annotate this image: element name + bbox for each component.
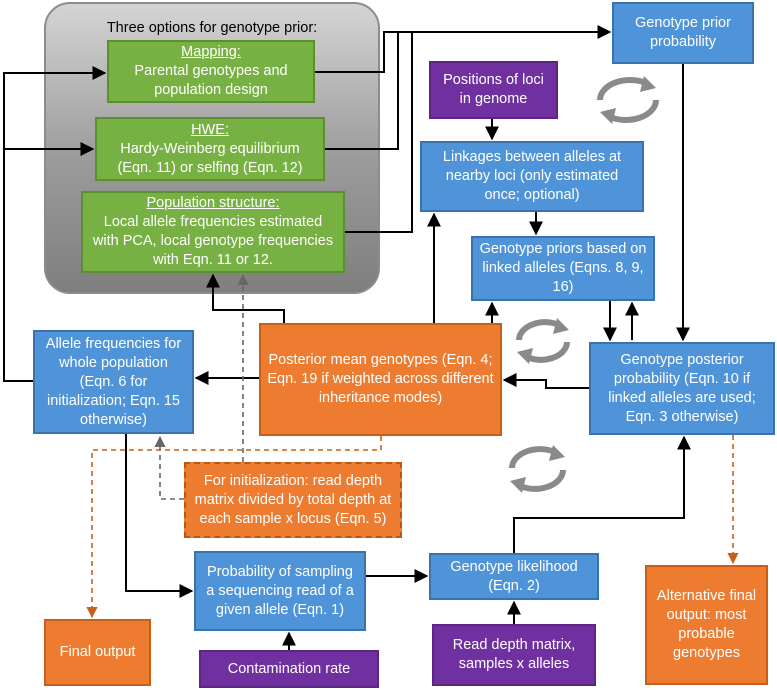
arrow-allele-freq-to-sampling — [125, 434, 194, 598]
linked-priors-box: Genotype priors based on linked alleles … — [471, 236, 655, 301]
line-popstruct-to-prior — [345, 32, 413, 233]
alt-output-box: Alternative final output: most probable … — [645, 565, 768, 685]
arrow-likelihood-to-posterior — [513, 435, 691, 553]
posterior-mean-box: Posterior mean genotypes (Eqn. 4; Eqn. 1… — [259, 323, 502, 436]
mapping-option: Mapping: Parental genotypes and populati… — [107, 40, 315, 103]
allele-freq-box: Allele frequencies for whole population … — [33, 330, 194, 434]
arrow-posterior-to-mean — [502, 373, 589, 389]
cycle-icon — [509, 446, 566, 492]
posterior-prob-box: Genotype posterior probability (Eqn. 10 … — [589, 342, 775, 435]
popstruct-heading: Population structure: — [146, 195, 280, 211]
arrow-mean-to-popstruct — [206, 273, 285, 323]
dashed-init-to-allele-freq — [154, 435, 184, 500]
contamination-box: Contamination rate — [199, 650, 379, 688]
hwe-option: HWE: Hardy-Weinberg equilibrium (Eqn. 11… — [95, 117, 325, 181]
popstruct-option: Population structure: Local allele frequ… — [81, 191, 345, 273]
arrow-allele-freq-to-mapping — [3, 66, 107, 382]
mapping-text: Parental genotypes and population design — [134, 63, 288, 98]
init-note-box: For initialization: read depth matrix di… — [184, 462, 402, 538]
arrow-options-to-prior — [315, 25, 612, 73]
hwe-text: Hardy-Weinberg equilibrium (Eqn. 11) or … — [117, 140, 303, 176]
popstruct-text: Local allele frequencies estimated with … — [92, 214, 334, 268]
cycle-icon — [516, 319, 570, 363]
mapping-heading: Mapping: — [181, 44, 241, 60]
hwe-heading: HWE: — [191, 121, 229, 138]
sampling-prob-box: Probability of sampling a sequencing rea… — [194, 551, 366, 631]
final-output-box: Final output — [44, 619, 151, 686]
linkages-box: Linkages between alleles at nearby loci … — [420, 141, 644, 212]
genotype-prior-box: Genotype prior probability — [612, 2, 754, 64]
dashed-mean-to-final-output — [86, 436, 382, 619]
cycle-icon — [597, 77, 659, 123]
read-depth-box: Read depth matrix, samples x alleles — [432, 624, 596, 686]
likelihood-box: Genotype likelihood (Eqn. 2) — [429, 553, 599, 600]
prior-options-title: Three options for genotype prior: — [106, 20, 318, 36]
line-hwe-to-prior — [325, 32, 399, 150]
positions-box: Positions of loci in genome — [429, 61, 558, 119]
